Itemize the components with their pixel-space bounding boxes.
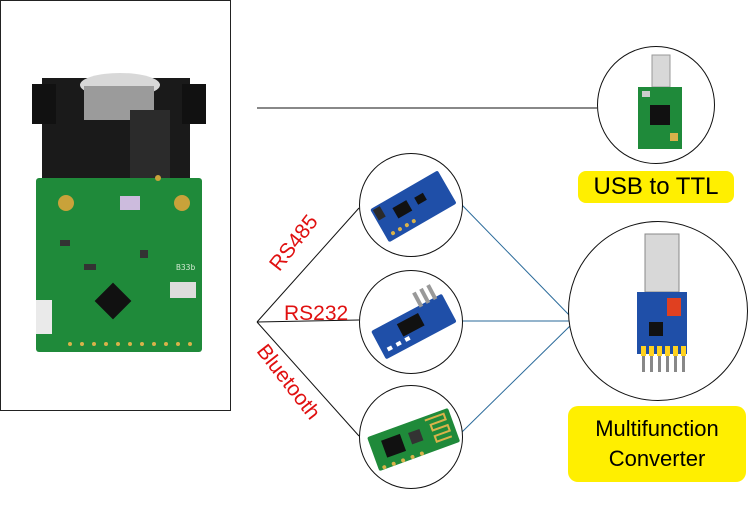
rs232-board-image: [371, 284, 457, 359]
line-to-rs485: [256, 207, 360, 323]
rs232-module-circle: [359, 270, 463, 374]
multifunction-label-line2: Converter: [608, 446, 706, 471]
bluetooth-board-image: [367, 408, 460, 471]
bluetooth-module-circle: [359, 385, 463, 489]
line-to-rs232: [256, 319, 360, 323]
board-marking: B33b: [176, 263, 195, 272]
line-bluetooth-to-converter: [461, 323, 573, 433]
multifunction-label-box: Multifunction Converter: [568, 406, 746, 482]
usb-ttl-module-circle: [597, 46, 715, 164]
usb-ttl-board-image: [638, 54, 682, 149]
line-to-bluetooth: [256, 321, 360, 437]
rs485-board-image: [370, 171, 456, 242]
laser-module-image: B33b: [32, 73, 206, 352]
rs232-label: RS232: [284, 302, 349, 325]
pcb-board: [36, 178, 202, 352]
line-rs485-to-converter: [461, 204, 573, 319]
usb-ttl-label-box: USB to TTL: [578, 171, 734, 203]
usb-ttl-label: USB to TTL: [593, 173, 719, 200]
multifunction-label-line1: Multifunction: [595, 416, 719, 441]
multifunction-converter-image: [637, 233, 687, 372]
rs485-module-circle: [359, 153, 463, 257]
laser-module-frame: B33b: [0, 0, 231, 411]
multifunction-converter-circle: [568, 221, 748, 401]
